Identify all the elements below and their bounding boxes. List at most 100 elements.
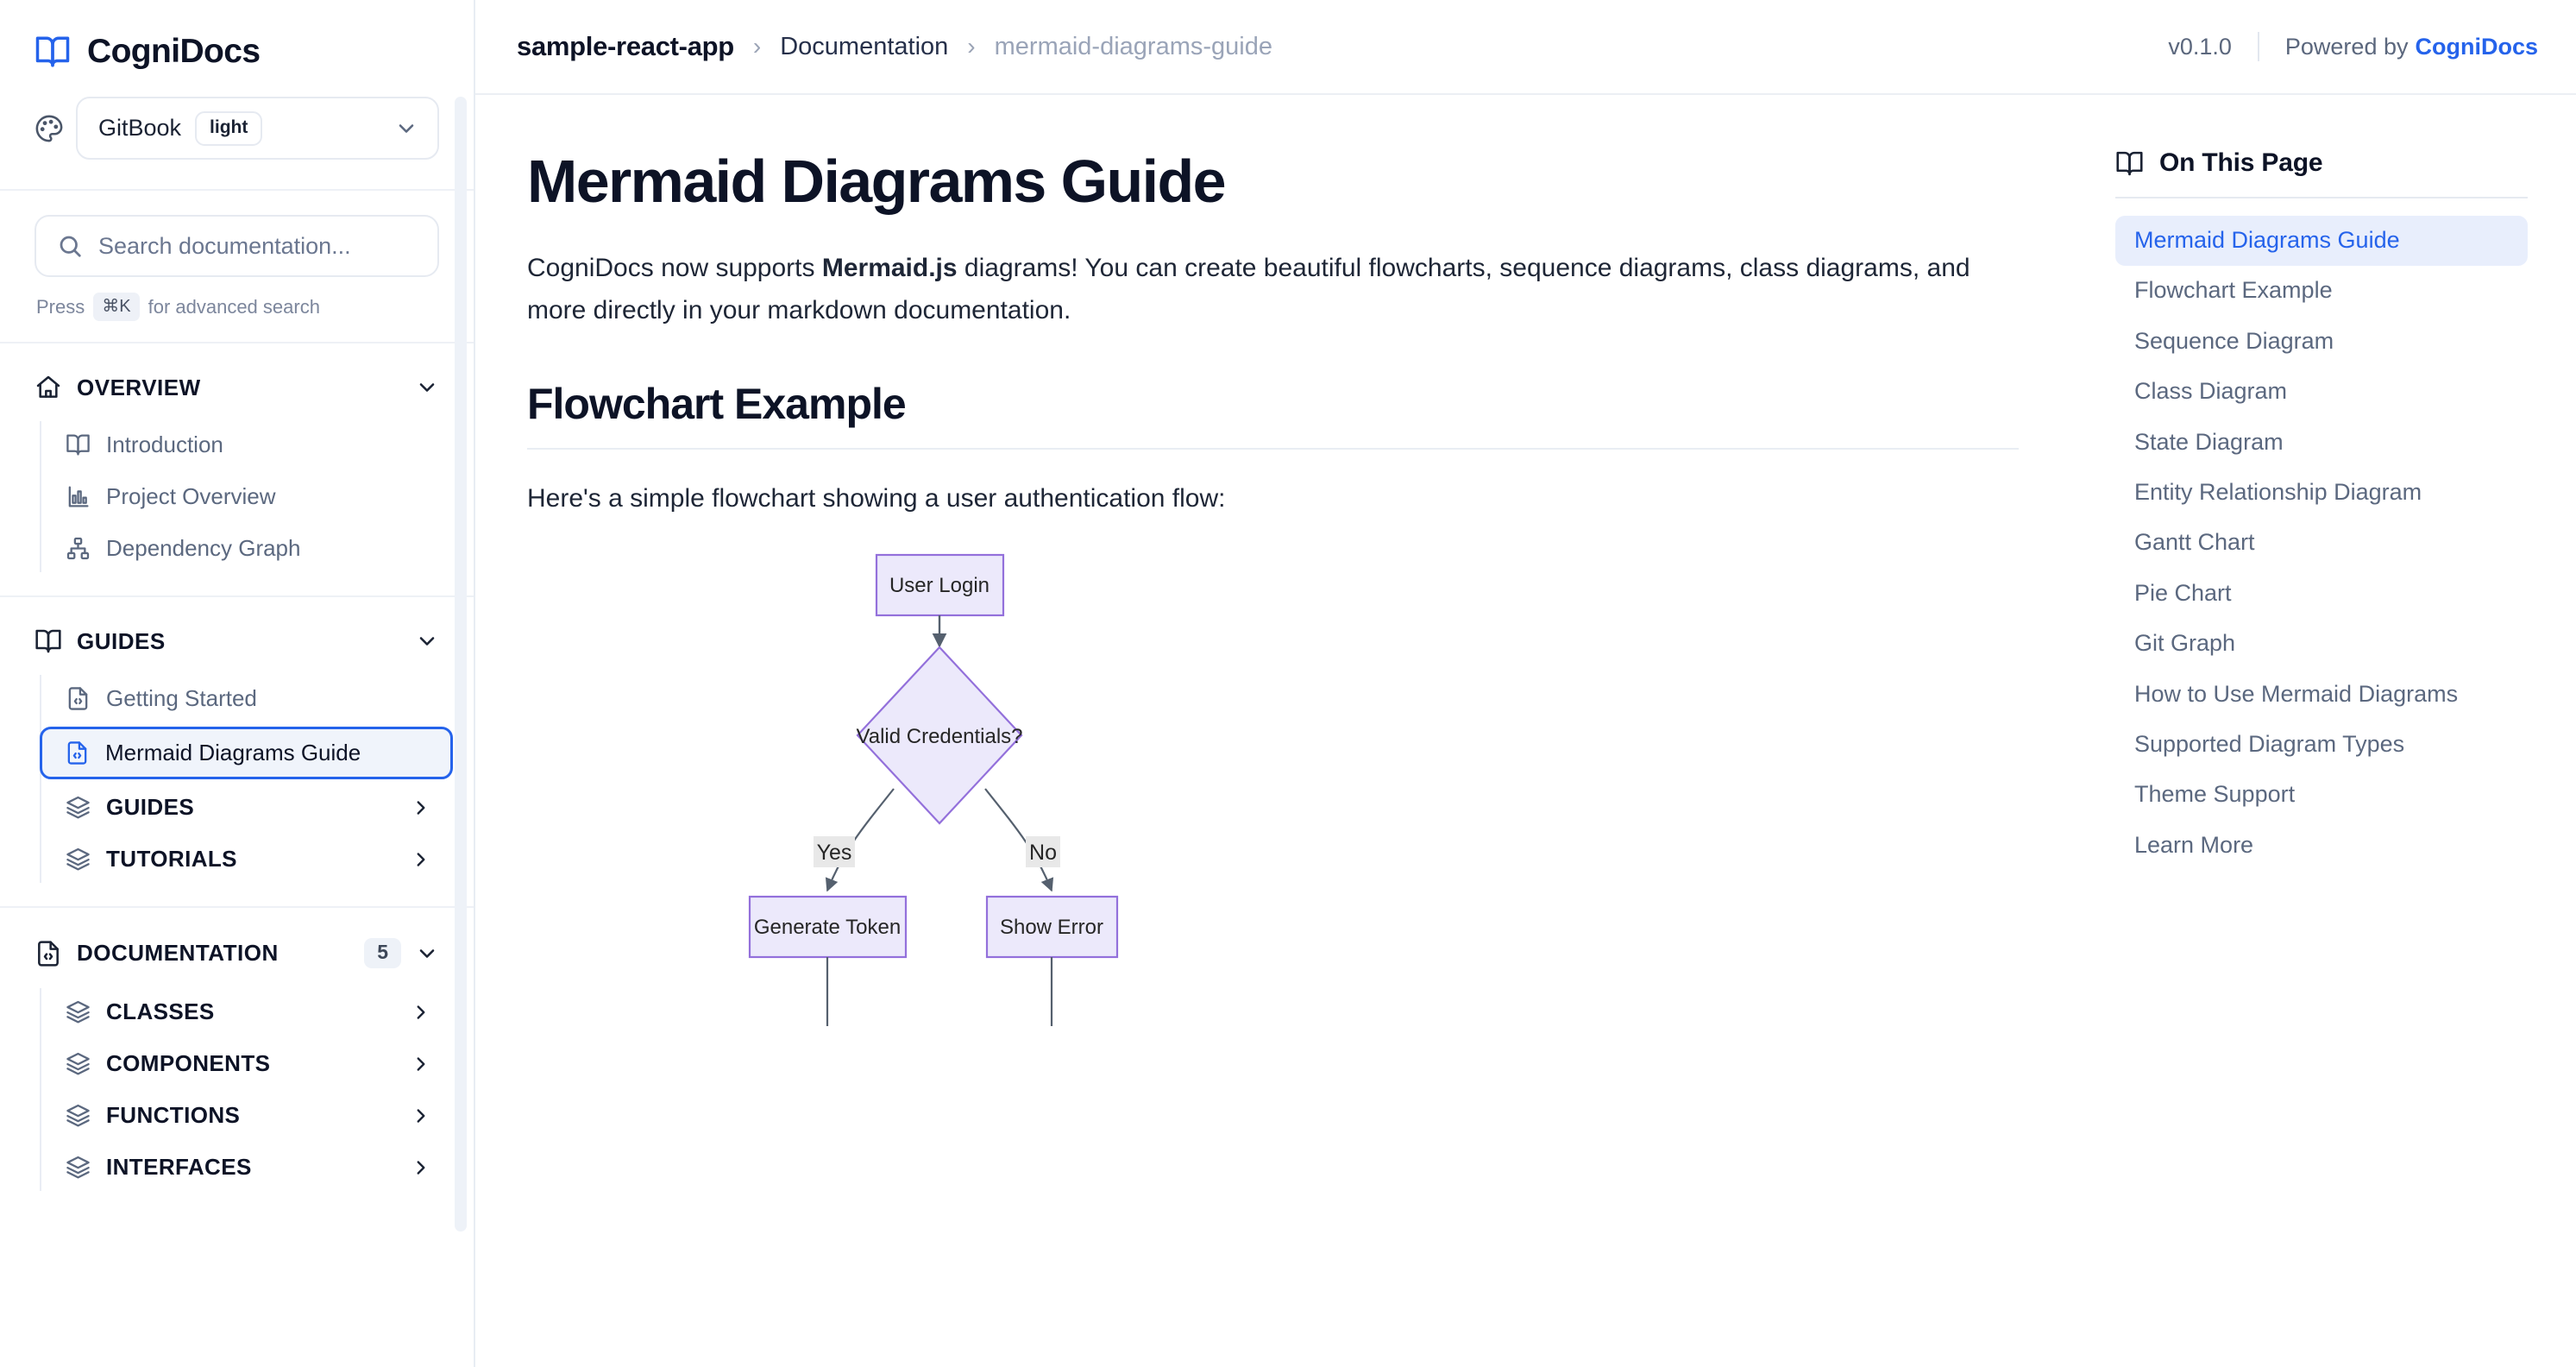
- brand[interactable]: CogniDocs: [0, 0, 474, 91]
- layers-icon: [66, 1104, 90, 1127]
- sidebar-item-project-overview[interactable]: Project Overview: [41, 473, 453, 520]
- sidebar-section-header-overview[interactable]: OVERVIEW: [0, 366, 474, 409]
- breadcrumb-separator: ›: [752, 33, 762, 60]
- sidebar-item-dependency-graph[interactable]: Dependency Graph: [41, 525, 453, 572]
- flowchart-node-generate-token: Generate Token: [748, 895, 908, 958]
- sidebar-subitems: Getting Started Mermaid Diagrams Guide G…: [40, 675, 474, 883]
- sidebar-item-label: GUIDES: [106, 794, 195, 820]
- body-split: Mermaid Diagrams Guide CogniDocs now sup…: [475, 95, 2576, 1367]
- toc-item-how-to-use-mermaid-diagrams[interactable]: How to Use Mermaid Diagrams: [2134, 680, 2459, 707]
- flowchart-node-show-error: Show Error: [985, 895, 1119, 958]
- sidebar-group-guides[interactable]: GUIDES: [41, 784, 453, 831]
- flowchart-edge-label-yes: Yes: [814, 835, 855, 867]
- flowchart-node-label: Generate Token: [754, 916, 901, 939]
- sidebar-item-getting-started[interactable]: Getting Started: [41, 675, 453, 722]
- search-icon: [60, 236, 81, 257]
- toc-item-supported-diagram-types[interactable]: Supported Diagram Types: [2134, 730, 2405, 757]
- search-hint-prefix: Press: [36, 295, 85, 318]
- brand-name: CogniDocs: [87, 33, 261, 70]
- palette-icon: [35, 115, 63, 142]
- breadcrumb-documentation[interactable]: Documentation: [780, 32, 949, 60]
- file-code-icon: [38, 940, 59, 967]
- bar-chart-icon: [68, 486, 89, 507]
- toc-item-class-diagram[interactable]: Class Diagram: [2134, 378, 2288, 405]
- intro-part-1: CogniDocs now supports: [527, 254, 822, 282]
- theme-selector-row: GitBook light: [0, 91, 474, 189]
- powered-by-brand[interactable]: CogniDocs: [2415, 33, 2538, 60]
- toc-item-gantt-chart[interactable]: Gantt Chart: [2134, 529, 2255, 556]
- flowchart-node-valid-credentials: Valid Credentials?: [856, 646, 1023, 825]
- search-hint: Press ⌘K for advanced search: [0, 277, 474, 342]
- toc-item-git-graph[interactable]: Git Graph: [2134, 630, 2236, 657]
- search-area: Search documentation...: [0, 191, 474, 277]
- chevron-right-icon: [417, 1005, 425, 1019]
- theme-select[interactable]: GitBook light: [76, 97, 439, 160]
- divider: [2115, 197, 2528, 198]
- sidebar-section-header-documentation[interactable]: DOCUMENTATION 5: [0, 930, 474, 976]
- toc-item-mermaid-diagrams-guide[interactable]: Mermaid Diagrams Guide: [2115, 216, 2528, 267]
- sidebar-item-label: INTERFACES: [106, 1154, 252, 1180]
- flowchart-svg: User Login Valid Credentials?: [748, 553, 1119, 1026]
- divider: [0, 189, 474, 191]
- toc-item-theme-support[interactable]: Theme Support: [2134, 781, 2296, 808]
- chevron-down-icon[interactable]: [415, 942, 439, 966]
- version-label: v0.1.0: [2168, 33, 2232, 60]
- sidebar-group-functions[interactable]: FUNCTIONS: [41, 1092, 453, 1139]
- sidebar-section-title: OVERVIEW: [77, 374, 201, 400]
- sidebar-group-tutorials[interactable]: TUTORIALS: [41, 835, 453, 883]
- chevron-right-icon: [417, 1108, 425, 1123]
- on-this-page-header: On This Page: [2115, 148, 2528, 178]
- sidebar-group-components[interactable]: COMPONENTS: [41, 1040, 453, 1087]
- sidebar-item-mermaid-diagrams-guide[interactable]: Mermaid Diagrams Guide: [40, 727, 453, 779]
- toc-item-pie-chart[interactable]: Pie Chart: [2134, 579, 2232, 606]
- breadcrumb-separator: ›: [967, 33, 976, 60]
- file-code-icon: [68, 687, 88, 710]
- topbar: sample-react-app › Documentation › merma…: [475, 0, 2576, 95]
- search-hint-suffix: for advanced search: [148, 295, 320, 318]
- layers-icon: [66, 1052, 90, 1075]
- sidebar-group-interfaces[interactable]: INTERFACES: [41, 1143, 453, 1191]
- flowchart-node-label: Valid Credentials?: [857, 725, 1023, 748]
- home-icon: [36, 375, 60, 398]
- book-icon: [2116, 151, 2143, 175]
- divider: [0, 906, 474, 908]
- sidebar-item-label: Dependency Graph: [106, 535, 301, 561]
- flowchart-edge-label-no: No: [1026, 835, 1060, 867]
- divider: [0, 342, 474, 343]
- page-title: Mermaid Diagrams Guide: [527, 148, 1227, 215]
- chevron-down-icon[interactable]: [415, 629, 439, 653]
- sidebar-section-count-badge: 5: [364, 938, 401, 968]
- toc-item-entity-relationship-diagram[interactable]: Entity Relationship Diagram: [2134, 478, 2422, 505]
- sidebar-section-guides: GUIDES Getting Started Mermaid Diagrams …: [0, 597, 474, 906]
- sidebar-item-label: Project Overview: [106, 483, 276, 509]
- divider: [2257, 32, 2259, 61]
- sidebar-subitems: CLASSES COMPONENTS FUNCTIONS: [40, 988, 474, 1191]
- sidebar-section-title: GUIDES: [77, 627, 166, 654]
- sidebar-section-title: DOCUMENTATION: [77, 940, 279, 966]
- chevron-right-icon: [417, 800, 425, 815]
- book-icon: [35, 629, 61, 653]
- divider: [0, 595, 474, 597]
- network-icon: [66, 537, 90, 560]
- flowchart-edge-label: Yes: [817, 841, 852, 865]
- toc-item-learn-more[interactable]: Learn More: [2134, 831, 2254, 858]
- page-intro: CogniDocs now supports Mermaid.js diagra…: [527, 248, 2019, 332]
- sidebar-scrollbar-thumb[interactable]: [455, 97, 467, 1232]
- sidebar-group-classes[interactable]: CLASSES: [41, 988, 453, 1036]
- on-this-page-title: On This Page: [2159, 148, 2323, 177]
- search-placeholder: Search documentation...: [98, 232, 351, 259]
- search-input[interactable]: Search documentation...: [35, 215, 439, 277]
- chevron-right-icon: [417, 1160, 425, 1175]
- toc-item-state-diagram[interactable]: State Diagram: [2134, 428, 2284, 455]
- sidebar-section-header-guides[interactable]: GUIDES: [0, 620, 474, 663]
- breadcrumb-root[interactable]: sample-react-app: [517, 31, 734, 61]
- toc-item-sequence-diagram[interactable]: Sequence Diagram: [2134, 327, 2334, 354]
- layers-icon: [66, 1156, 90, 1179]
- toc-item-flowchart-example[interactable]: Flowchart Example: [2134, 277, 2333, 304]
- chevron-down-icon[interactable]: [415, 375, 439, 400]
- flowchart-node-label: Show Error: [1000, 916, 1103, 939]
- sidebar-item-introduction[interactable]: Introduction: [41, 421, 453, 469]
- book-icon: [66, 434, 90, 456]
